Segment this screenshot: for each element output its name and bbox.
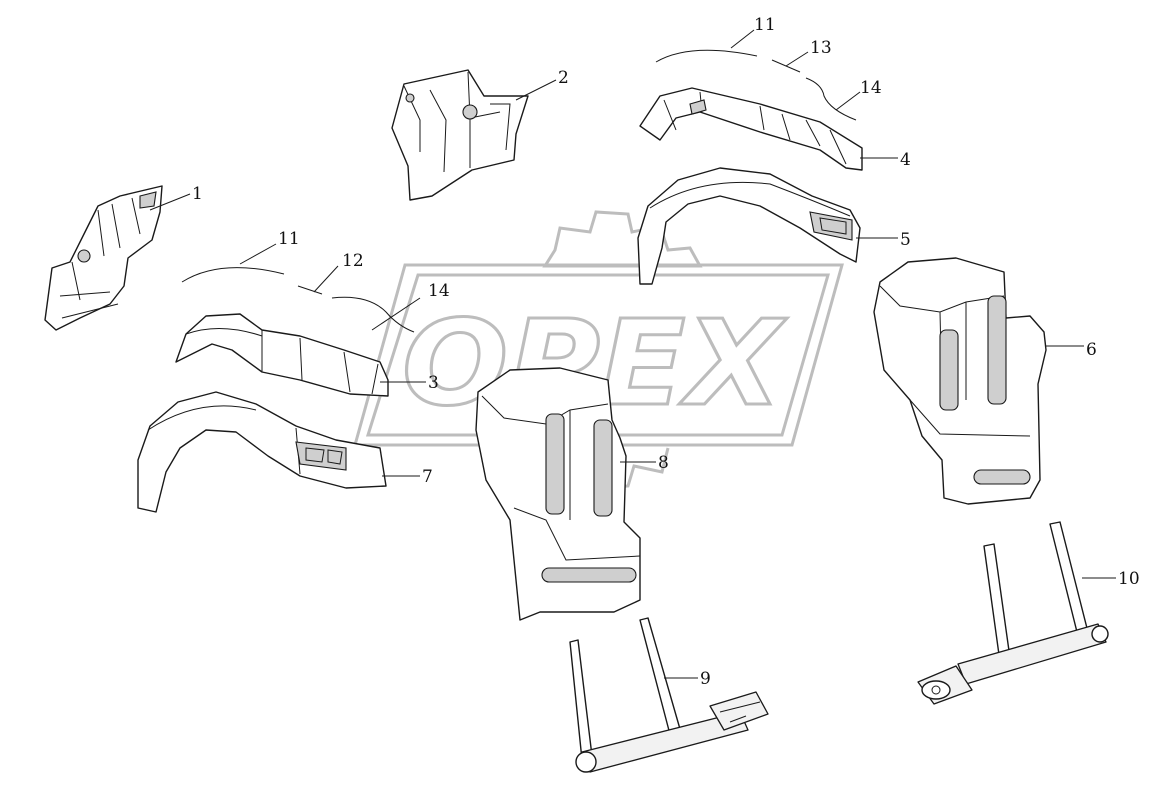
watermark-gear-outline (542, 210, 703, 268)
part-11-left-strip (181, 267, 285, 283)
left-strip-set (181, 267, 415, 333)
callout-6: 6 (1086, 340, 1097, 360)
part-12-left-strip (297, 285, 323, 295)
callout-7: 7 (422, 467, 433, 487)
part-1-left-panel (44, 185, 163, 331)
callout-labels: 1 2 3 4 5 6 7 8 9 10 11 11 12 13 14 14 (192, 15, 1140, 689)
callout-11-top: 11 (754, 15, 776, 35)
part-14-left-strip (331, 296, 415, 333)
part-14-top-strip (805, 77, 857, 121)
leader-lines (149, 29, 1116, 679)
callout-14-top: 14 (860, 78, 882, 98)
callout-11-left: 11 (278, 229, 300, 249)
callout-8: 8 (658, 453, 669, 473)
part-3-left-trim (175, 313, 389, 397)
part-2-upper-panel (391, 69, 529, 201)
part-8-center-mudflap (475, 367, 641, 621)
callout-9: 9 (700, 669, 711, 689)
part-4-upper-trim (639, 87, 863, 171)
part-5-right-fender (637, 167, 861, 285)
callout-10: 10 (1118, 569, 1140, 589)
part-10-bracket-assembly (917, 521, 1109, 705)
part-11-top-strip (655, 49, 758, 63)
callout-3: 3 (428, 373, 439, 393)
callout-2: 2 (558, 68, 569, 88)
part-9-bracket-assembly (569, 617, 769, 773)
callout-1: 1 (192, 184, 203, 204)
callout-5: 5 (900, 230, 911, 250)
part-7-left-fender (137, 391, 387, 513)
callout-13: 13 (810, 38, 832, 58)
callout-14-left: 14 (428, 281, 450, 301)
part-6-right-mudflap (873, 257, 1047, 505)
callout-12: 12 (342, 251, 364, 271)
callout-4: 4 (900, 150, 911, 170)
